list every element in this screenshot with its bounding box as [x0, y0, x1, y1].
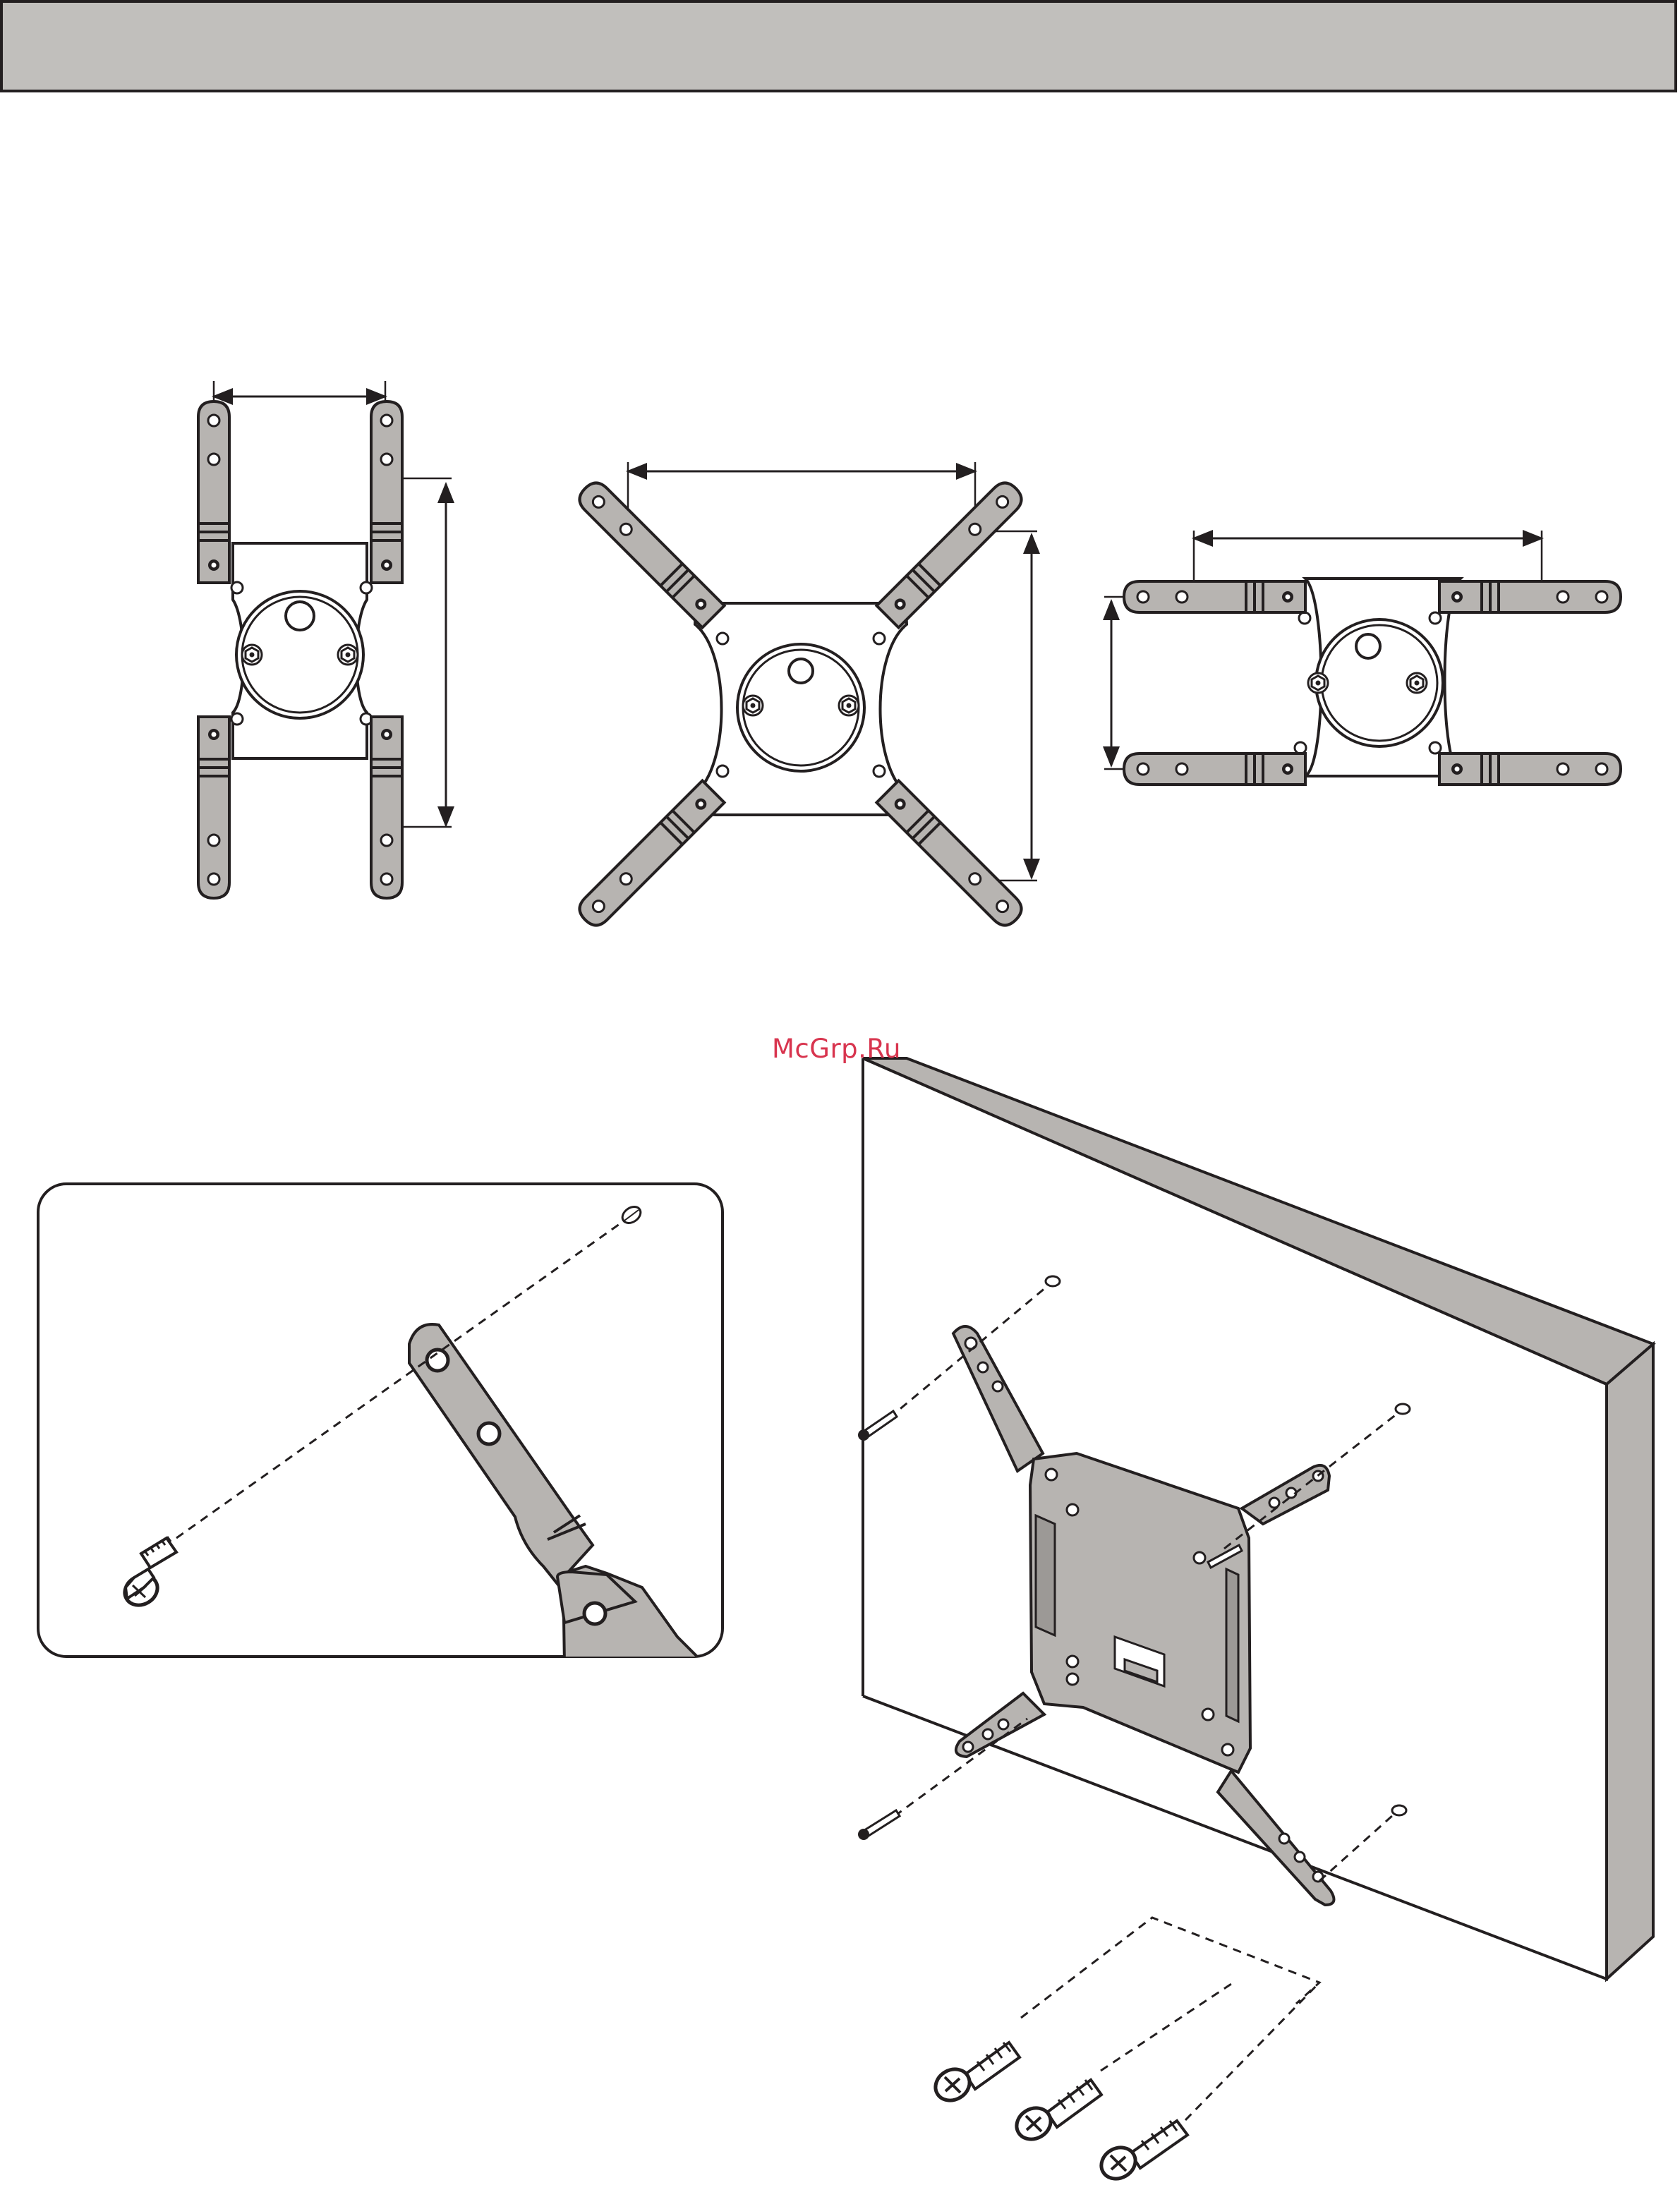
arm-screw-detail — [38, 1184, 723, 1665]
screw-2 — [1011, 2080, 1101, 2145]
screw-3 — [1096, 2121, 1188, 2185]
horizontal-adapter — [1104, 531, 1621, 785]
watermark: McGrp.Ru — [772, 1034, 901, 1064]
wall-plate-installation — [858, 1058, 1653, 2185]
vertical-adapter — [198, 381, 452, 898]
screw-1 — [930, 2042, 1020, 2107]
diagonal-adapter — [574, 462, 1037, 931]
